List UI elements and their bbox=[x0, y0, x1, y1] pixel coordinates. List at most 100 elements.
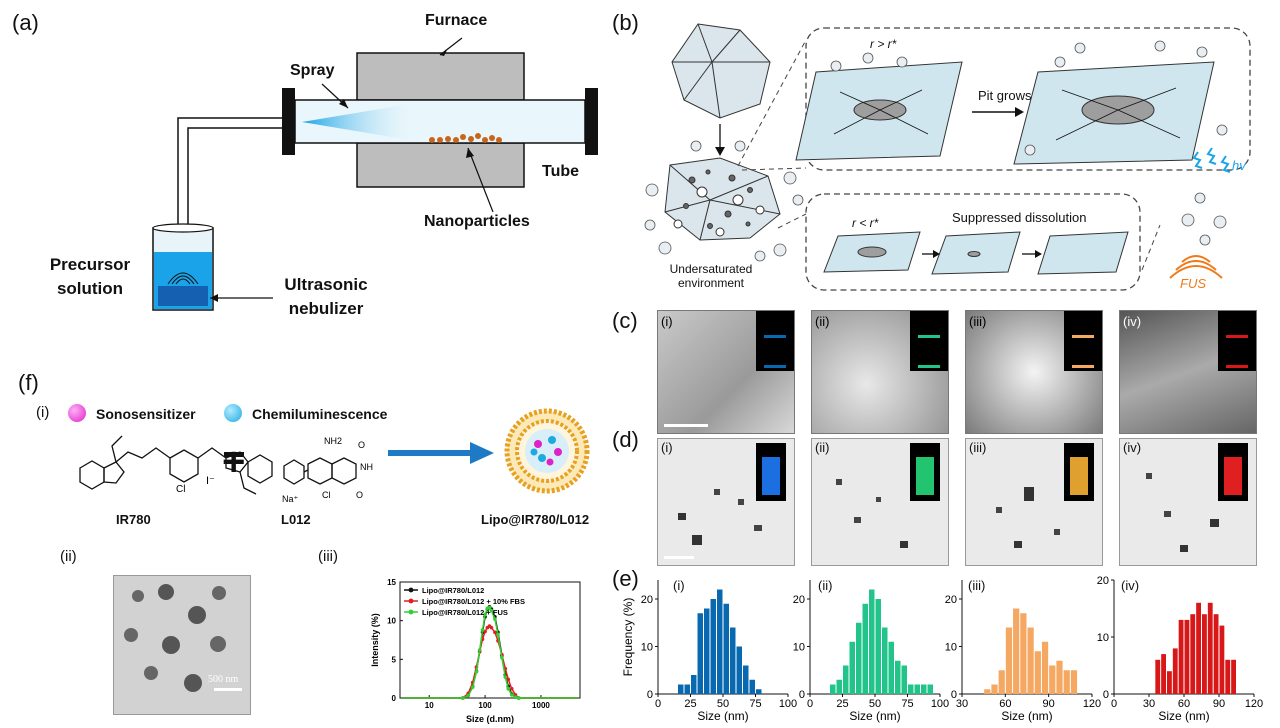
tem-image-ii bbox=[811, 438, 949, 566]
d-sublabel-ii: (ii) bbox=[815, 440, 830, 455]
chem-cl-2: Cl bbox=[322, 490, 331, 500]
panel-a-diagram bbox=[152, 37, 598, 311]
hist-1-bar bbox=[882, 627, 888, 694]
vial-red bbox=[1218, 443, 1248, 501]
hist-1-bar bbox=[875, 599, 881, 694]
furnace-top bbox=[356, 52, 525, 101]
dls-xtick-label: 10 bbox=[425, 701, 434, 710]
label-r-lt: r < r* bbox=[852, 216, 879, 230]
label-ir780: IR780 bbox=[116, 512, 151, 527]
precursor-line-1: Precursor bbox=[49, 255, 131, 274]
hist-0-xlabel: Size (nm) bbox=[697, 709, 748, 723]
hist-0-bar bbox=[684, 684, 690, 694]
hist-0-ylabel: Frequency (%) bbox=[621, 598, 635, 677]
nanoparticle-dots bbox=[429, 133, 502, 143]
inset-iv bbox=[1218, 311, 1256, 371]
hist-1-xlabel: Size (nm) bbox=[849, 709, 900, 723]
hist-3-xtick-label: 60 bbox=[1178, 698, 1190, 710]
dls-point-2 bbox=[461, 696, 465, 700]
liposome-icon bbox=[504, 408, 590, 494]
panel-b-diagram bbox=[644, 23, 1251, 291]
dls-ytick-label: 5 bbox=[392, 655, 397, 664]
hist-0-bar bbox=[723, 603, 729, 694]
hist-1-bar bbox=[856, 622, 862, 694]
hist-2-bar bbox=[1020, 613, 1027, 694]
label-ultrasonic-nebulizer: Ultrasonic nebulizer bbox=[276, 273, 376, 321]
label-chemiluminescence: Chemiluminescence bbox=[252, 406, 388, 422]
hist-1-xtick-label: 75 bbox=[901, 698, 913, 710]
dls-ytick-label: 0 bbox=[392, 694, 397, 703]
hist-1-xtick-label: 0 bbox=[807, 698, 813, 710]
inset-ii bbox=[910, 311, 948, 371]
hist-0-ytick-label: 10 bbox=[641, 642, 653, 654]
dls-point-2 bbox=[477, 648, 482, 652]
label-lipo: Lipo@IR780/L012 bbox=[481, 512, 590, 527]
tem-image-i bbox=[657, 438, 795, 566]
hist-1-bar bbox=[869, 589, 875, 694]
label-suppressed: Suppressed dissolution bbox=[952, 210, 1087, 225]
dls-point-2 bbox=[496, 632, 500, 637]
hist-2-bar bbox=[991, 684, 998, 694]
hist-2-bar bbox=[984, 689, 991, 694]
dls-frame bbox=[399, 581, 581, 699]
env-line-1: Undersaturated bbox=[669, 262, 753, 276]
dls-point-2 bbox=[489, 608, 494, 613]
f-sublabel-ii: (ii) bbox=[60, 548, 77, 565]
label-l012: L012 bbox=[281, 512, 311, 527]
f-sublabel-i: (i) bbox=[36, 404, 50, 421]
tem-image-iv bbox=[1119, 438, 1257, 566]
e-sublabel-iii: (iii) bbox=[968, 578, 986, 593]
hist-3-bar bbox=[1178, 619, 1184, 694]
panel-label-c: (c) bbox=[612, 308, 638, 333]
hist-0-xtick-label: 50 bbox=[717, 698, 729, 710]
hist-1-bar bbox=[914, 684, 920, 694]
vial-blue bbox=[756, 443, 786, 501]
chem-o-1: O bbox=[358, 440, 365, 450]
hist-3-bar bbox=[1231, 659, 1236, 694]
d-sublabel-i: (i) bbox=[661, 440, 673, 455]
hist-3-xtick-label: 90 bbox=[1213, 698, 1225, 710]
label-r-gt: r > r* bbox=[870, 37, 897, 51]
d-sublabel-iii: (iii) bbox=[969, 440, 987, 455]
dls-legend-label-1: Lipo@IR780/L012 + 10% FBS bbox=[422, 597, 525, 606]
scale-bar-f bbox=[214, 688, 242, 691]
hist-1-bar bbox=[888, 641, 894, 694]
hist-1-ytick-label: 10 bbox=[793, 642, 805, 654]
dls-point-2 bbox=[470, 685, 475, 689]
chem-nh: NH bbox=[360, 462, 373, 472]
panel-label-e: (e) bbox=[612, 566, 639, 591]
nebulizer-line-1: Ultrasonic bbox=[284, 275, 368, 294]
dls-point-2 bbox=[513, 695, 518, 700]
hist-2-xlabel: Size (nm) bbox=[1001, 709, 1052, 723]
inset-iii bbox=[1064, 311, 1102, 371]
hist-0-ytick-label: 0 bbox=[647, 689, 653, 701]
furnace-bottom bbox=[356, 142, 525, 188]
panel-label-a: (a) bbox=[12, 10, 39, 35]
hist-3-ytick-label: 10 bbox=[1097, 632, 1109, 644]
hist-0-xtick-label: 100 bbox=[779, 698, 797, 710]
sem-image-iii bbox=[965, 310, 1103, 434]
sem-image-ii bbox=[811, 310, 949, 434]
hv-light-icon bbox=[1192, 147, 1231, 173]
liposome-tem-image: 500 nm bbox=[113, 575, 251, 715]
hist-0-xtick-label: 75 bbox=[749, 698, 761, 710]
hist-0-bar bbox=[710, 599, 716, 694]
hist-0-bar bbox=[691, 675, 697, 694]
hist-1-bar bbox=[836, 679, 842, 694]
hist-2-ytick-label: 20 bbox=[945, 594, 957, 606]
polyhedron-crystal bbox=[671, 23, 771, 119]
hist-1-bar bbox=[901, 665, 907, 694]
plus-sign: + bbox=[222, 440, 246, 484]
hist-2-bar bbox=[1041, 641, 1049, 694]
env-line-2: environment bbox=[677, 276, 745, 290]
sem-image-iv bbox=[1119, 310, 1257, 434]
spray-cone bbox=[302, 104, 410, 140]
hist-1-xtick-label: 25 bbox=[836, 698, 848, 710]
d-sublabel-iv: (iv) bbox=[1123, 440, 1142, 455]
hist-0-bar bbox=[730, 627, 736, 694]
dls-legend-marker-2 bbox=[408, 609, 414, 615]
hist-1-bar bbox=[895, 660, 901, 694]
hist-2-bar bbox=[998, 670, 1005, 694]
